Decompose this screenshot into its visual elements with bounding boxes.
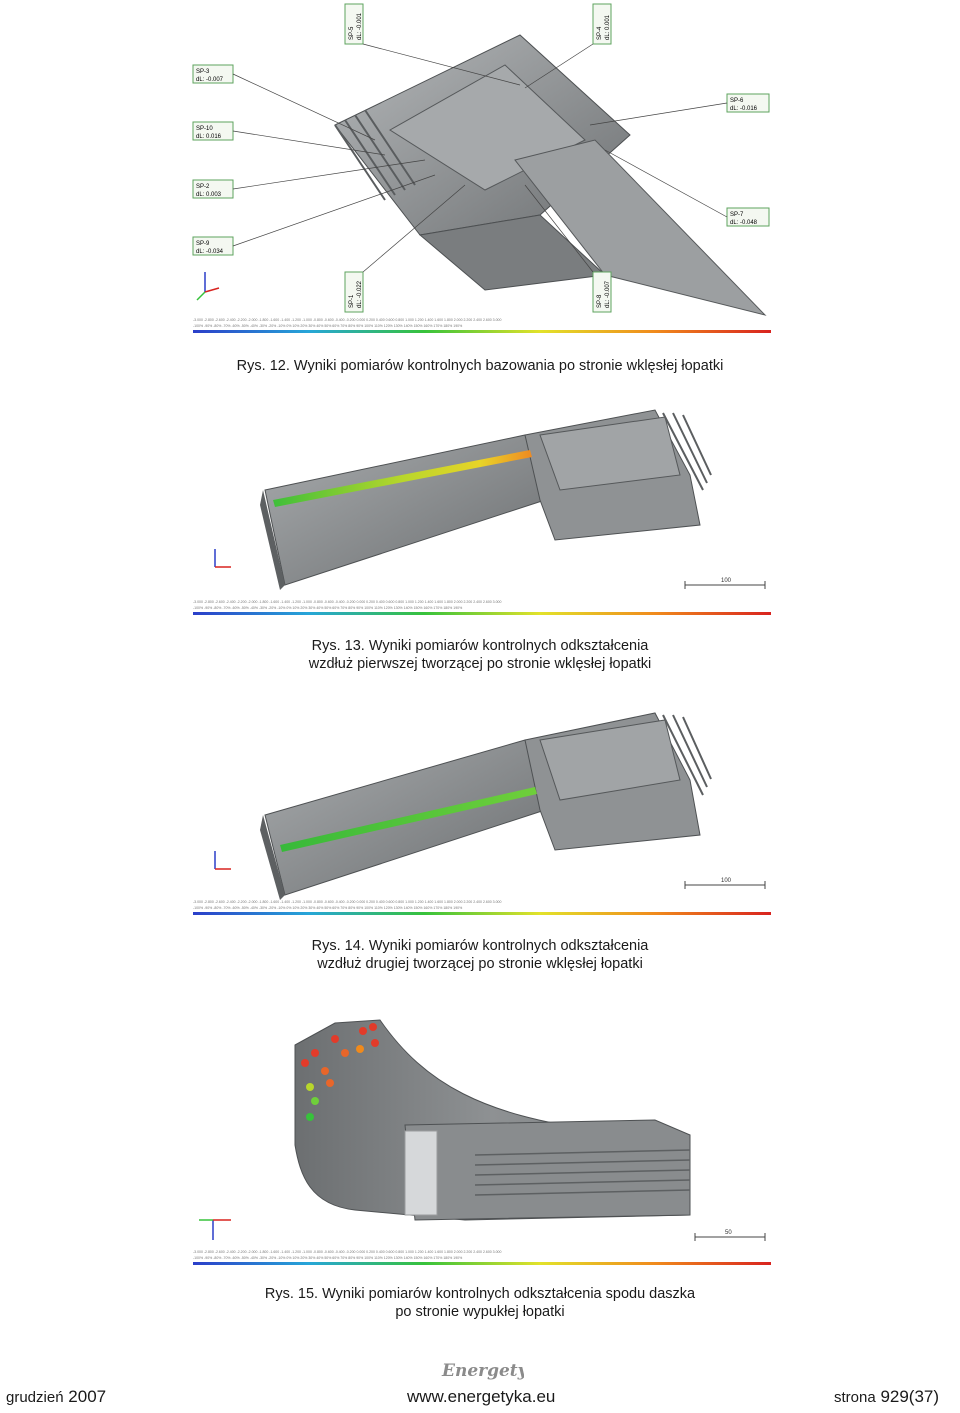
figure-12-caption: Rys. 12. Wyniki pomiarów kontrolnych baz…	[236, 358, 724, 374]
svg-text:Energetyka: Energetyka	[441, 1361, 524, 1381]
deviation-color-scale: -3.000 -2.800 -2.600 -2.400 -2.200 -2.00…	[193, 1250, 771, 1265]
callout-sp4: SP-4 dL: 0.001	[524, 3, 612, 89]
svg-text:SP-2: SP-2	[196, 184, 210, 190]
figure-15-caption-line1: Rys. 15. Wyniki pomiarów kontrolnych odk…	[264, 1286, 696, 1302]
scale-bar: 100	[684, 578, 766, 589]
footer-page-number: 929(37)	[880, 1387, 940, 1406]
svg-text:-100% -90% -80% -70% -60% -50%: -100% -90% -80% -70% -60% -50% -40% -30%…	[193, 606, 462, 610]
root-top-face	[539, 719, 681, 801]
deviation-color-scale: -3.000 -2.800 -2.600 -2.400 -2.200 -2.00…	[193, 900, 771, 915]
shroud-platform	[404, 1119, 691, 1221]
svg-text:-3.000 -2.800 -2.600 -2.400 -2: -3.000 -2.800 -2.600 -2.400 -2.200 -2.00…	[193, 600, 501, 604]
footer-month: grudzień	[6, 1389, 64, 1406]
axis-triad-icon	[199, 1219, 231, 1240]
callout-sp1: SP-1 dL: -0.022	[344, 184, 466, 313]
shroud-serrations	[474, 1149, 691, 1196]
reference-face-highlight	[404, 1130, 438, 1216]
scale-bar: 50	[694, 1230, 766, 1241]
axis-triad-icon	[196, 272, 220, 301]
root-top-face	[539, 416, 681, 491]
svg-text:50: 50	[725, 1230, 732, 1236]
svg-text:dL: -0.001: dL: -0.001	[357, 12, 363, 40]
svg-text:-100% -90% -80% -70% -60% -50%: -100% -90% -80% -70% -60% -50% -40% -30%…	[193, 1256, 462, 1260]
figure-14-caption-line2: wzdłuż drugiej tworzącej po stronie wklę…	[317, 956, 643, 972]
deviation-color-scale: -3.000 -2.800 -2.600 -2.400 -2.200 -2.00…	[193, 318, 771, 333]
svg-text:SP-3: SP-3	[196, 69, 210, 75]
svg-text:-3.000 -2.800 -2.600 -2.400 -2: -3.000 -2.800 -2.600 -2.400 -2.200 -2.00…	[193, 1250, 501, 1254]
svg-text:dL: -0.007: dL: -0.007	[605, 280, 611, 308]
footer-date: grudzień 2007	[6, 1387, 106, 1407]
callout-sp9: SP-9 dL: -0.034	[192, 174, 436, 256]
figure-15-caption-line2: po stronie wypukłej łopatki	[395, 1304, 565, 1320]
svg-text:100: 100	[721, 878, 732, 884]
svg-text:SP-1: SP-1	[349, 294, 355, 308]
leading-edge	[260, 815, 285, 900]
svg-text:dL: -0.022: dL: -0.022	[357, 280, 363, 308]
svg-text:dL: -0.034: dL: -0.034	[196, 249, 224, 255]
callout-sp7: SP-7 dL: -0.048	[604, 149, 770, 227]
svg-text:dL: -0.016: dL: -0.016	[730, 106, 758, 112]
figure-12-blade-base: SP-3 dL: -0.007 SP-10 dL: 0.016 SP-2 dL:…	[192, 3, 771, 333]
svg-text:dL: -0.007: dL: -0.007	[196, 77, 224, 83]
svg-text:SP-8: SP-8	[597, 294, 603, 308]
svg-text:SP-9: SP-9	[196, 241, 210, 247]
footer-website[interactable]: www.energetyka.eu	[407, 1387, 555, 1407]
leading-edge	[260, 490, 285, 590]
svg-text:dL: 0.001: dL: 0.001	[605, 14, 611, 40]
callout-sp6: SP-6 dL: -0.016	[589, 93, 770, 126]
svg-text:-100% -90% -80% -70% -60% -50%: -100% -90% -80% -70% -60% -50% -40% -30%…	[193, 324, 462, 328]
svg-text:dL: 0.003: dL: 0.003	[196, 192, 222, 198]
figure-14-caption-line1: Rys. 14. Wyniki pomiarów kontrolnych odk…	[311, 938, 649, 954]
svg-text:-100% -90% -80% -70% -60% -50%: -100% -90% -80% -70% -60% -50% -40% -30%…	[193, 906, 462, 910]
svg-text:SP-10: SP-10	[196, 126, 213, 132]
energetyka-logo: Energetyka	[441, 1361, 524, 1381]
callout-sp10: SP-10 dL: 0.016	[192, 121, 386, 156]
deviation-band-first-generatrix	[273, 450, 532, 507]
deviation-color-scale: -3.000 -2.800 -2.600 -2.400 -2.200 -2.00…	[193, 600, 771, 615]
svg-text:dL: -0.048: dL: -0.048	[730, 220, 758, 226]
deviation-band-second-generatrix	[280, 787, 537, 852]
blade-airfoil	[514, 139, 767, 316]
svg-text:SP-5: SP-5	[349, 26, 355, 40]
svg-text:SP-7: SP-7	[730, 212, 744, 218]
footer-page: strona 929(37)	[834, 1387, 939, 1407]
root-serrations	[662, 714, 712, 796]
figure-14-blade-profile: 100 -3.000 -2.800 -2.600 -2.400 -2.200 -…	[193, 712, 771, 915]
callout-sp8: SP-8 dL: -0.007	[524, 184, 612, 313]
svg-text:SP-6: SP-6	[730, 98, 744, 104]
figure-13-caption-line2: wzdłuż pierwszej tworzącej po stronie wk…	[308, 656, 652, 672]
scale-bar: 100	[684, 878, 766, 889]
axis-triad-icon	[214, 851, 231, 870]
measurement-points	[301, 1023, 379, 1121]
svg-text:-3.000 -2.800 -2.600 -2.400 -2: -3.000 -2.800 -2.600 -2.400 -2.200 -2.00…	[193, 318, 501, 322]
svg-text:dL: 0.016: dL: 0.016	[196, 134, 222, 140]
root-serrations	[662, 412, 712, 491]
figure-13-blade-profile: 100 -3.000 -2.800 -2.600 -2.400 -2.200 -…	[193, 409, 771, 615]
figure-13-caption-line1: Rys. 13. Wyniki pomiarów kontrolnych odk…	[311, 638, 649, 654]
callout-sp2: SP-2 dL: 0.003	[192, 159, 426, 199]
figure-15-blade-shroud: 50 -3.000 -2.800 -2.600 -2.400 -2.200 -2…	[193, 1019, 771, 1265]
callout-sp5: SP-5 dL: -0.001	[344, 3, 521, 86]
footer-page-prefix: strona	[834, 1389, 876, 1406]
svg-text:SP-4: SP-4	[597, 26, 603, 40]
axis-triad-icon	[214, 549, 231, 568]
footer-year: 2007	[68, 1387, 107, 1406]
svg-text:100: 100	[721, 578, 732, 584]
svg-text:-3.000 -2.800 -2.600 -2.400 -2: -3.000 -2.800 -2.600 -2.400 -2.200 -2.00…	[193, 900, 501, 904]
callout-sp3: SP-3 dL: -0.007	[192, 64, 376, 141]
blade-serrations	[334, 109, 416, 201]
footer-website-link[interactable]: www.energetyka.eu	[407, 1387, 556, 1406]
